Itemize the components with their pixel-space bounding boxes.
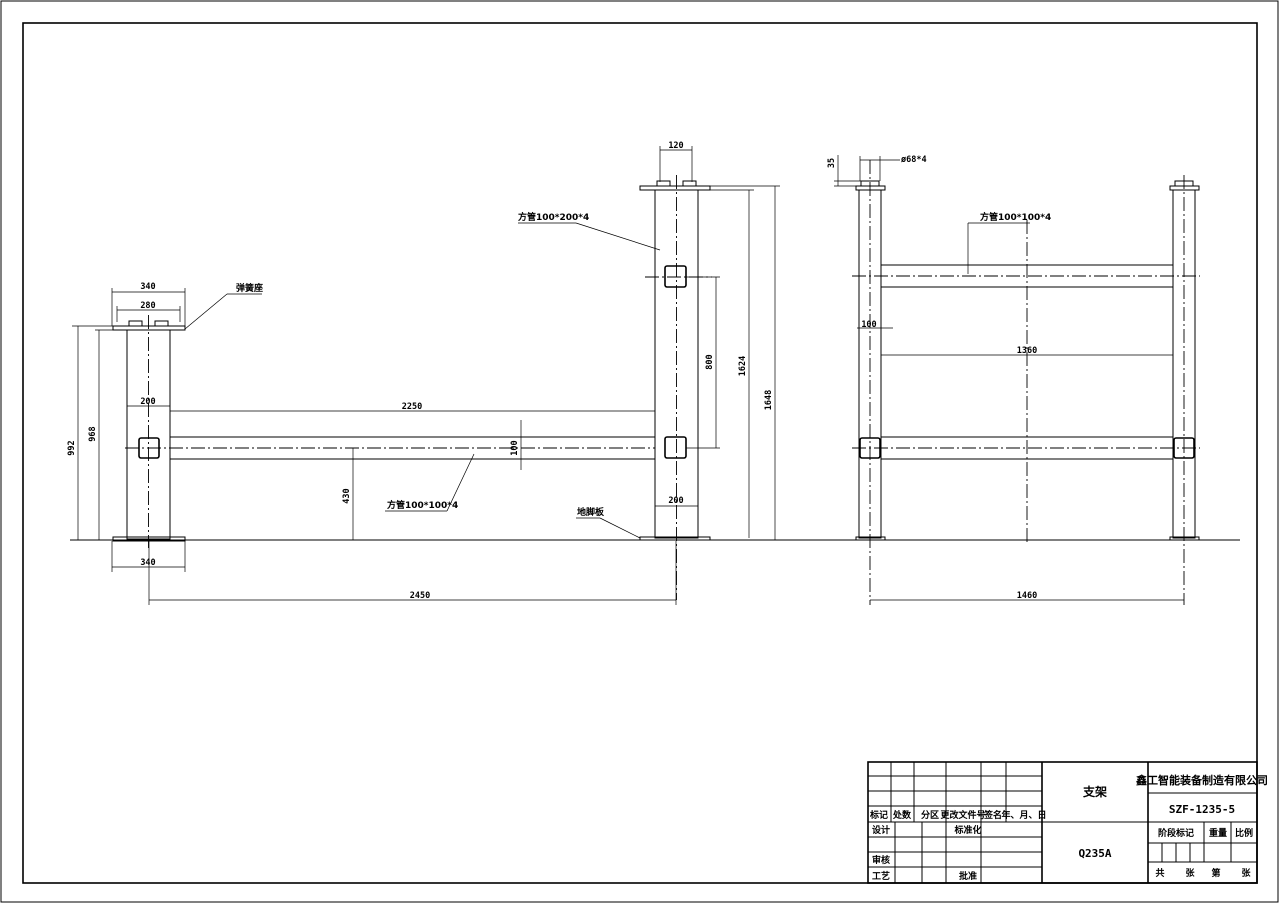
tb-total: 共 bbox=[1155, 867, 1164, 879]
tb-design: 设计 bbox=[872, 824, 890, 836]
inner-border bbox=[22, 22, 1258, 884]
side-tube-section-right bbox=[1173, 437, 1195, 459]
right-post bbox=[639, 175, 712, 600]
dim-340-top: 340 bbox=[140, 282, 155, 292]
tb-company: 鑫工智能装备制造有限公司 bbox=[1135, 773, 1268, 787]
label-tube-100x200: 方管100*200*4 bbox=[518, 211, 589, 223]
horizontal-beam bbox=[170, 436, 655, 460]
dim-120: 120 bbox=[668, 141, 683, 151]
dim-200-left: 200 bbox=[140, 397, 155, 407]
dim-992: 992 bbox=[67, 440, 77, 455]
dim-35: 35 bbox=[827, 158, 837, 168]
dim-2450: 2450 bbox=[410, 591, 430, 601]
tb-zone: 分区 bbox=[921, 809, 939, 821]
tb-date: 年、月、日 bbox=[1001, 809, 1046, 821]
dim-1460: 1460 bbox=[1017, 591, 1037, 601]
dim-968: 968 bbox=[88, 426, 98, 441]
tb-stage-mark: 阶段标记 bbox=[1158, 827, 1194, 839]
tb-sheets: 张 bbox=[1185, 867, 1195, 879]
tb-scale: 比例 bbox=[1235, 827, 1253, 839]
tb-weight: 重量 bbox=[1209, 827, 1227, 839]
label-tube-100x100-side: 方管100*100*4 bbox=[980, 211, 1051, 223]
tb-signature: 签名 bbox=[983, 809, 1002, 821]
dim-100-beam: 100 bbox=[510, 440, 520, 455]
label-spring-seat: 弹簧座 bbox=[236, 282, 263, 294]
tb-process: 工艺 bbox=[872, 870, 890, 882]
side-tube-section-left bbox=[859, 437, 881, 459]
front-dimensions bbox=[72, 146, 780, 605]
tb-change-doc: 更改文件号 bbox=[940, 809, 985, 821]
tb-part-name: 支架 bbox=[1082, 784, 1107, 799]
dim-280: 280 bbox=[140, 301, 155, 311]
label-tube-100x100-front: 方管100*100*4 bbox=[387, 499, 458, 511]
dim-200-right: 200 bbox=[668, 496, 683, 506]
label-foot-plate: 地脚板 bbox=[577, 506, 605, 518]
side-view: 35 ø68*4 100 1360 1460 方管100*100*4 bbox=[827, 155, 1200, 605]
tb-standardize: 标准化 bbox=[953, 824, 981, 836]
tb-material: Q235A bbox=[1078, 847, 1111, 860]
dim-340-bottom: 340 bbox=[140, 558, 155, 568]
dim-2250: 2250 bbox=[402, 402, 422, 412]
tb-drawing-number: SZF-1235-5 bbox=[1169, 803, 1235, 816]
front-view: 340 280 200 340 992 968 2250 100 430 245… bbox=[67, 141, 1240, 605]
dim-430: 430 bbox=[342, 488, 352, 503]
tb-count: 处数 bbox=[892, 809, 912, 821]
dim-800: 800 bbox=[705, 354, 715, 369]
dim-1624: 1624 bbox=[738, 356, 748, 376]
dim-1360: 1360 bbox=[1017, 346, 1037, 356]
left-post bbox=[112, 315, 655, 548]
dim-bolt-hole: ø68*4 bbox=[901, 155, 927, 165]
tb-approve: 批准 bbox=[959, 870, 977, 882]
dim-100-side: 100 bbox=[861, 320, 876, 330]
tb-review: 审核 bbox=[872, 854, 890, 866]
right-tube-section-upper bbox=[664, 265, 687, 288]
right-tube-section-lower bbox=[664, 436, 687, 459]
tb-sheet-unit: 张 bbox=[1241, 867, 1251, 879]
title-block: 标记 处数 分区 更改文件号 签名 年、月、日 设计 标准化 审核 工艺 批准 … bbox=[867, 761, 1268, 884]
dim-1648: 1648 bbox=[764, 390, 774, 410]
tb-sheet-no: 第 bbox=[1211, 867, 1220, 879]
tb-mark: 标记 bbox=[869, 809, 888, 821]
